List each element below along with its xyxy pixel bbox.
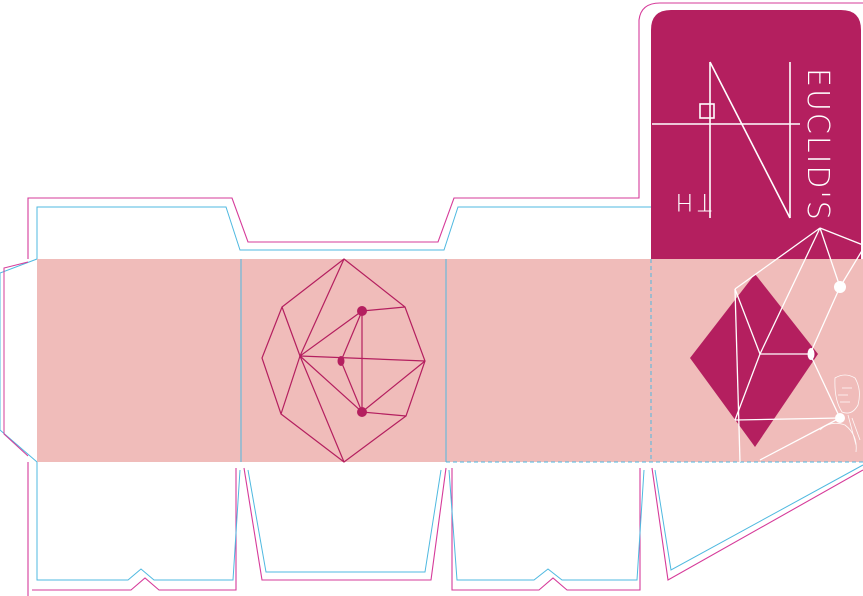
fold-line — [0, 206, 863, 581]
top-lid-panel — [651, 10, 861, 259]
logo-mark-icon — [652, 61, 800, 219]
dashed-fold-line — [446, 259, 863, 463]
rhombic-polyhedron-icon — [690, 227, 863, 463]
euclid-portrait-sketch — [819, 374, 861, 453]
cut-line — [27, 2, 863, 596]
brand-logo — [652, 61, 800, 219]
logo-text: TH — [671, 188, 712, 216]
polyhedron-vertex-dots — [337, 306, 367, 417]
polyhedron-outline-icon — [261, 258, 426, 463]
side-flap — [3, 261, 29, 457]
brand-name-text: EUCLID'S — [800, 68, 835, 222]
